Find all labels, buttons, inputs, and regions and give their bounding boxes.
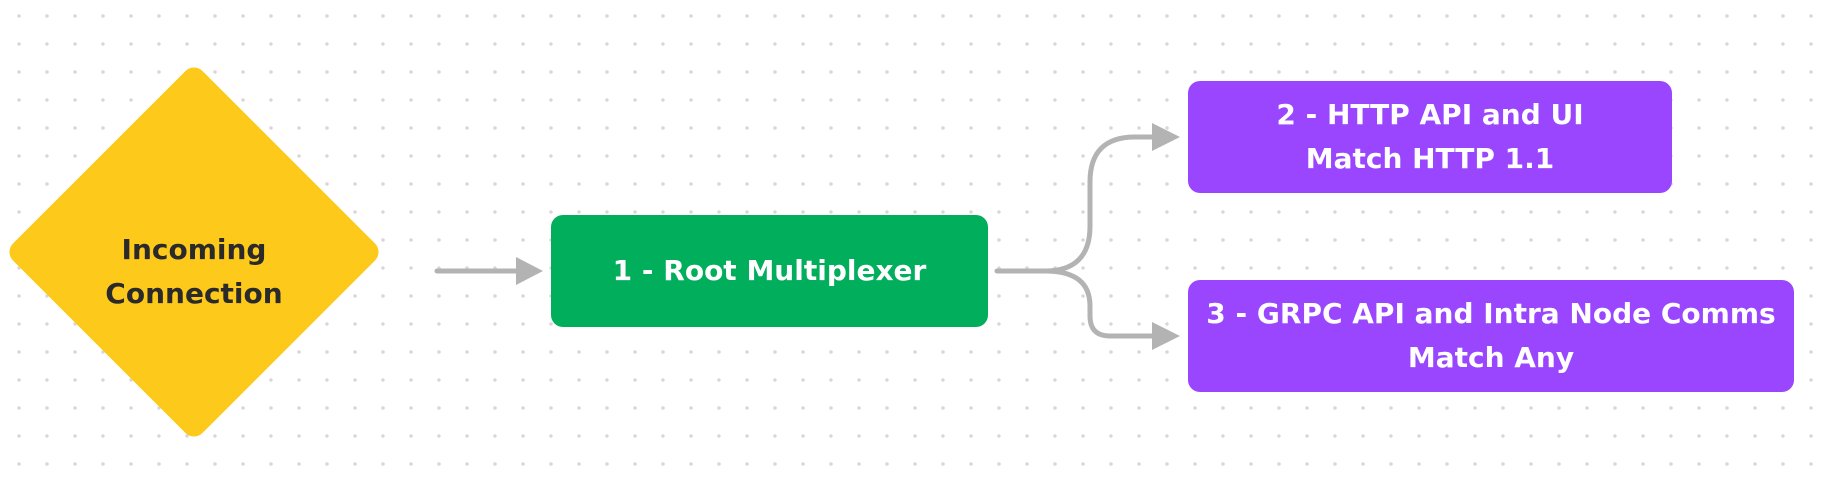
arrowhead-root bbox=[516, 257, 543, 285]
http-api-node[interactable]: 2 - HTTP API and UI Match HTTP 1.1 bbox=[1188, 81, 1672, 193]
arrowhead-grpc bbox=[1152, 322, 1180, 350]
grpc-api-node[interactable]: 3 - GRPC API and Intra Node Comms Match … bbox=[1188, 280, 1794, 392]
edge-root-to-grpc bbox=[1042, 268, 1155, 339]
incoming-connection-label: Incoming Connection bbox=[105, 233, 283, 310]
root-multiplexer-node[interactable]: 1 - Root Multiplexer bbox=[551, 215, 988, 327]
arrowhead-http bbox=[1152, 123, 1180, 151]
edge-root-to-http bbox=[994, 134, 1155, 274]
